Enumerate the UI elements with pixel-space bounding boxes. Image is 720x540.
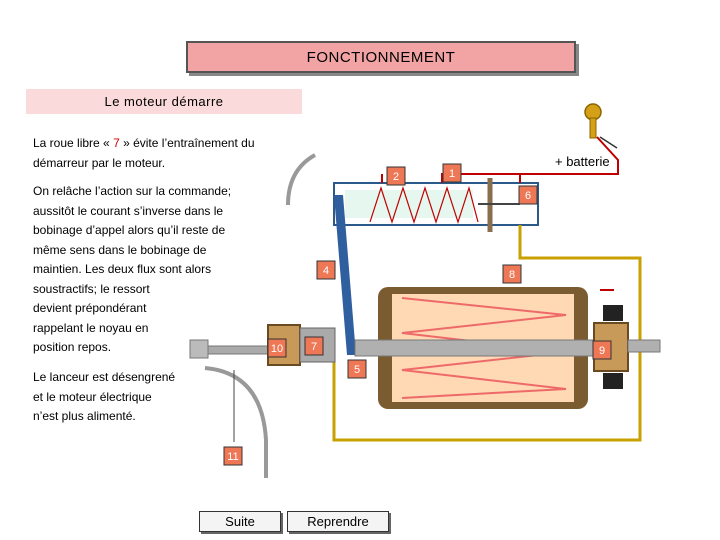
battery-wire [441, 136, 619, 183]
para3-line: Le lanceur est désengrené [33, 370, 176, 384]
para3-line: n’est plus alimenté. [33, 409, 136, 423]
para2-line: aussitôt le courant s’inverse dans le [33, 203, 224, 218]
part-marker-10: 10 [267, 338, 287, 358]
part-number-label: 9 [599, 345, 605, 357]
page-subtitle: Le moteur démarre [104, 94, 224, 109]
part-marker-2: 2 [386, 166, 406, 186]
shaft-end [627, 339, 661, 353]
para2-line: rappelant le noyau en [33, 320, 149, 335]
next-button[interactable]: Suite [199, 511, 281, 532]
armature-shaft [354, 339, 596, 357]
part-number-label: 5 [354, 364, 360, 376]
brush-bottom [603, 373, 623, 389]
page-title: FONCTIONNEMENT [306, 48, 456, 66]
para2-line: maintien. Les deux flux sont alors [33, 262, 212, 276]
paragraph-release: On relâche l’action sur la commande; aus… [33, 182, 231, 358]
part-number-label: 11 [227, 451, 238, 463]
part-number-label: 10 [271, 343, 283, 355]
part-marker-8: 8 [502, 264, 522, 284]
paragraph-freewheel: La roue libre « 7 » évite l’entraînement… [33, 134, 255, 173]
part-marker-11: 11 [223, 446, 243, 466]
para2-line: soustractifs; le ressort [33, 281, 150, 296]
solenoid-core [345, 190, 473, 218]
part-number-label: 7 [311, 341, 317, 353]
part-number-label: 6 [525, 190, 531, 202]
part-marker-7: 7 [304, 336, 324, 356]
para2-line: On relâche l’action sur la commande; [33, 184, 232, 198]
part-marker-4: 4 [316, 260, 336, 280]
para2-line: position repos. [33, 340, 112, 354]
part-marker-5: 5 [347, 359, 367, 379]
solenoid-winding [369, 185, 479, 224]
part-number-label: 2 [393, 171, 399, 183]
paragraph-disengage: Le lanceur est désengrené et le moteur é… [33, 368, 175, 427]
ignition-key-icon [584, 103, 602, 139]
housing-nose-top [286, 153, 317, 206]
para2-line: devient prépondérant [33, 301, 147, 315]
part-number-label: 1 [449, 168, 455, 180]
para2-line: bobinage d’appel alors qu’il reste de [33, 223, 226, 237]
para2-line: même sens dans le bobinage de [33, 242, 207, 257]
ignition-switch [599, 136, 618, 149]
para3-line: et le moteur électrique [33, 389, 152, 404]
para1-before: La roue libre « [33, 136, 114, 150]
part-marker-6: 6 [518, 185, 538, 205]
para1-line2: démarreur par le moteur. [33, 155, 166, 170]
part-marker-9: 9 [592, 340, 612, 360]
para1-number: 7 [113, 136, 120, 150]
part-marker-1: 1 [442, 163, 462, 183]
fork-lever [334, 195, 356, 355]
replay-button[interactable]: Reprendre [287, 511, 389, 532]
housing-nose-bottom [204, 366, 268, 478]
para1-after: » évite l’entraînement du [119, 136, 255, 150]
battery-label: + batterie [555, 154, 610, 169]
part-number-label: 8 [509, 269, 515, 281]
part-number-label: 4 [323, 265, 329, 277]
part-number-markers: 1 2 4 5 6 7 8 9 10 11 [223, 163, 612, 466]
title-banner: FONCTIONNEMENT [186, 41, 576, 73]
brush-top [603, 305, 623, 321]
subtitle-banner: Le moteur démarre [26, 89, 302, 114]
